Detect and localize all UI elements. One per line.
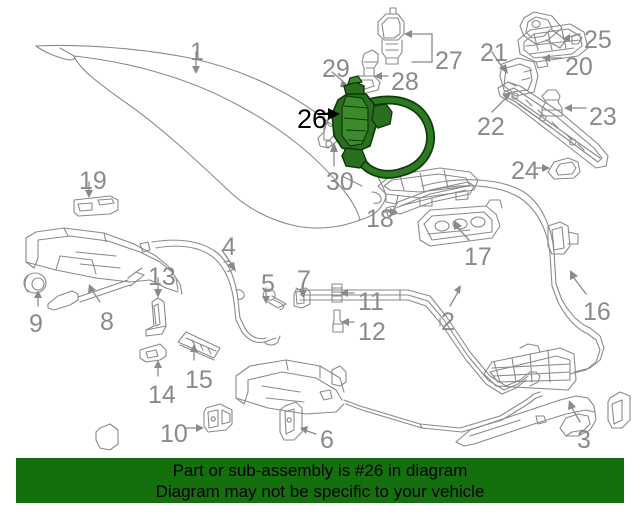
callout-label-11: 11 xyxy=(358,288,384,316)
leader-28 xyxy=(374,72,389,80)
callout-label-6: 6 xyxy=(320,426,334,454)
leader-24 xyxy=(535,164,550,172)
part-shape-19 xyxy=(73,195,119,217)
leader-22 xyxy=(491,92,512,113)
leader-5 xyxy=(262,287,270,304)
part-shape-10 xyxy=(203,403,233,433)
callout-label-16: 16 xyxy=(583,298,611,326)
callout-label-2: 2 xyxy=(441,308,455,336)
part-shape-15 xyxy=(177,331,221,361)
leader-21 xyxy=(491,51,508,74)
callout-label-10: 10 xyxy=(160,420,188,448)
leader-3 xyxy=(568,400,581,423)
callout-label-18: 18 xyxy=(366,205,394,233)
highlighted-part-26 xyxy=(331,75,435,179)
part-shape-21 xyxy=(499,57,539,97)
leader-25 xyxy=(562,33,581,42)
callout-label-28: 28 xyxy=(391,68,419,96)
callout-label-20: 20 xyxy=(565,53,593,81)
part-shape-27 xyxy=(377,7,405,65)
part-shape-14 xyxy=(139,343,167,363)
callout-label-4: 4 xyxy=(222,233,236,261)
callout-label-25: 25 xyxy=(584,26,612,54)
leader-13 xyxy=(154,277,162,298)
callout-label-30: 30 xyxy=(326,168,354,196)
part-shape-12 xyxy=(332,309,344,333)
leader-12 xyxy=(341,318,355,326)
part-shape-6 xyxy=(279,401,303,441)
leader-8 xyxy=(88,284,101,303)
leader-17 xyxy=(454,220,470,241)
callout-label-24: 24 xyxy=(511,157,539,185)
part-shape-24 xyxy=(547,157,581,180)
leader-2 xyxy=(449,285,461,307)
callout-label-12: 12 xyxy=(358,318,386,346)
notice-line-2: Diagram may not be specific to your vehi… xyxy=(155,481,485,501)
leader-18 xyxy=(383,208,398,216)
callout-label-17: 17 xyxy=(464,243,492,271)
callout-label-19: 19 xyxy=(79,167,107,195)
leader-27 xyxy=(404,30,433,63)
leader-10 xyxy=(185,424,204,432)
leader-16 xyxy=(570,270,587,295)
part-shape-3 xyxy=(455,395,597,447)
leader-9 xyxy=(34,290,42,307)
part-shape-16 xyxy=(483,343,577,391)
leader-20 xyxy=(542,54,563,62)
part-shape-22 xyxy=(497,81,609,169)
part-shape-5 xyxy=(262,288,287,311)
part-shape-25 xyxy=(519,11,567,49)
leader-4 xyxy=(221,249,236,272)
leader-30 xyxy=(330,142,338,167)
callout-label-13: 13 xyxy=(148,263,176,291)
callout-label-26: 26 xyxy=(297,104,328,134)
part-shape-bottom-right-bracket xyxy=(607,391,631,429)
leader-7 xyxy=(299,283,307,298)
notice-line-1: Part or sub-assembly is #26 in diagram xyxy=(172,460,468,480)
part-shape-lower-frame xyxy=(235,359,347,415)
part-shape-4-cable xyxy=(151,239,281,346)
leader-11 xyxy=(340,289,355,297)
callout-label-21: 21 xyxy=(480,39,508,67)
leader-23 xyxy=(564,104,587,112)
part-shape-2-upper-hose xyxy=(421,179,605,375)
leader-15 xyxy=(190,344,198,361)
part-shape-17 xyxy=(417,199,503,247)
part-shape-4 xyxy=(25,227,183,295)
callout-label-29: 29 xyxy=(322,55,350,83)
callout-label-23: 23 xyxy=(589,103,617,131)
leader-1 xyxy=(192,51,200,74)
callout-label-14: 14 xyxy=(148,381,176,409)
leader-26 xyxy=(317,108,340,120)
callout-label-27: 27 xyxy=(435,47,463,75)
callout-label-15: 15 xyxy=(185,366,213,394)
part-shape-28 xyxy=(361,49,379,77)
callout-label-9: 9 xyxy=(29,310,43,338)
part-shape-11 xyxy=(331,283,343,303)
leader-19 xyxy=(85,181,93,198)
leader-6 xyxy=(300,426,317,435)
callout-label-3: 3 xyxy=(577,426,591,454)
callout-label-8: 8 xyxy=(100,308,114,336)
part-shape-20 xyxy=(517,23,589,69)
notice-banner: Part or sub-assembly is #26 in diagram D… xyxy=(16,458,624,503)
part-shape-2 xyxy=(295,287,541,395)
callout-label-1: 1 xyxy=(190,38,204,66)
callout-label-5: 5 xyxy=(261,270,275,298)
part-shape-23 xyxy=(541,89,563,117)
part-shape-9 xyxy=(23,272,47,294)
part-shape-left-bottom xyxy=(95,423,119,451)
part-shape-8 xyxy=(47,267,145,311)
part-shape-13 xyxy=(145,297,167,337)
part-shape-2-lower-bar xyxy=(343,391,543,433)
callout-label-22: 22 xyxy=(477,113,505,141)
leader-14 xyxy=(154,360,162,377)
callout-label-7: 7 xyxy=(297,266,311,294)
